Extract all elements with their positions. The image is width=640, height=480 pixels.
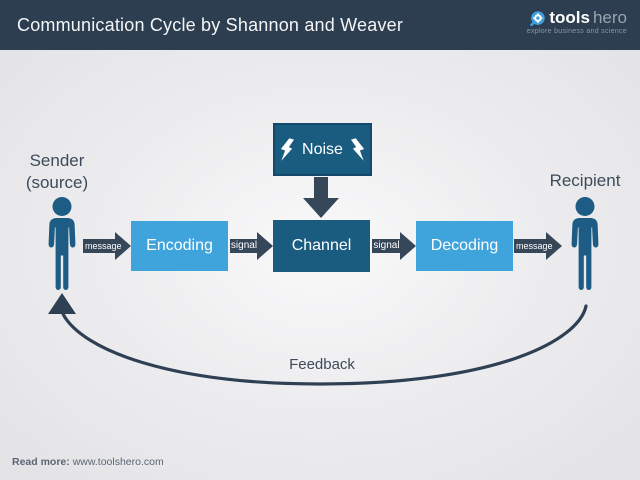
signal-arrow-left: signal (230, 232, 273, 260)
lightning-icon (280, 138, 295, 161)
noise-box: Noise (273, 123, 372, 176)
brand-hero: hero (592, 8, 627, 27)
read-more-label: Read more: (12, 456, 70, 468)
noise-down-arrow (303, 177, 339, 218)
header-bar: Communication Cycle by Shannon and Weave… (0, 0, 640, 50)
feedback-curve-arrow (48, 293, 588, 386)
message-arrow-left: message (83, 232, 131, 260)
sender-person-icon (48, 197, 76, 290)
logo-tagline: explore business and science (526, 28, 627, 35)
footer-read-more: Read more: www.toolshero.com (12, 456, 164, 468)
noise-box-label: Noise (302, 140, 343, 158)
signal-arrow-left-label: signal (230, 240, 258, 251)
decoding-box: Decoding (416, 221, 513, 271)
message-arrow-right-label: message (516, 241, 553, 251)
signal-arrow-right-label: signal (373, 240, 400, 251)
lightning-icon (350, 138, 365, 161)
feedback-label: Feedback (289, 356, 355, 373)
recipient-person-icon (571, 197, 599, 290)
recipient-label: Recipient (549, 171, 621, 190)
signal-arrow-right: signal (372, 232, 416, 260)
encoding-box: Encoding (131, 221, 228, 271)
sender-label: Sender (source) (25, 151, 89, 192)
brand-tools: tools (549, 8, 590, 27)
channel-box: Channel (273, 220, 370, 272)
page-title: Communication Cycle by Shannon and Weave… (17, 15, 404, 35)
message-arrow-left-label: message (85, 241, 122, 251)
message-arrow-right: message (514, 232, 562, 260)
footer-url: www.toolshero.com (72, 456, 164, 468)
magnifier-gear-icon (530, 10, 546, 26)
